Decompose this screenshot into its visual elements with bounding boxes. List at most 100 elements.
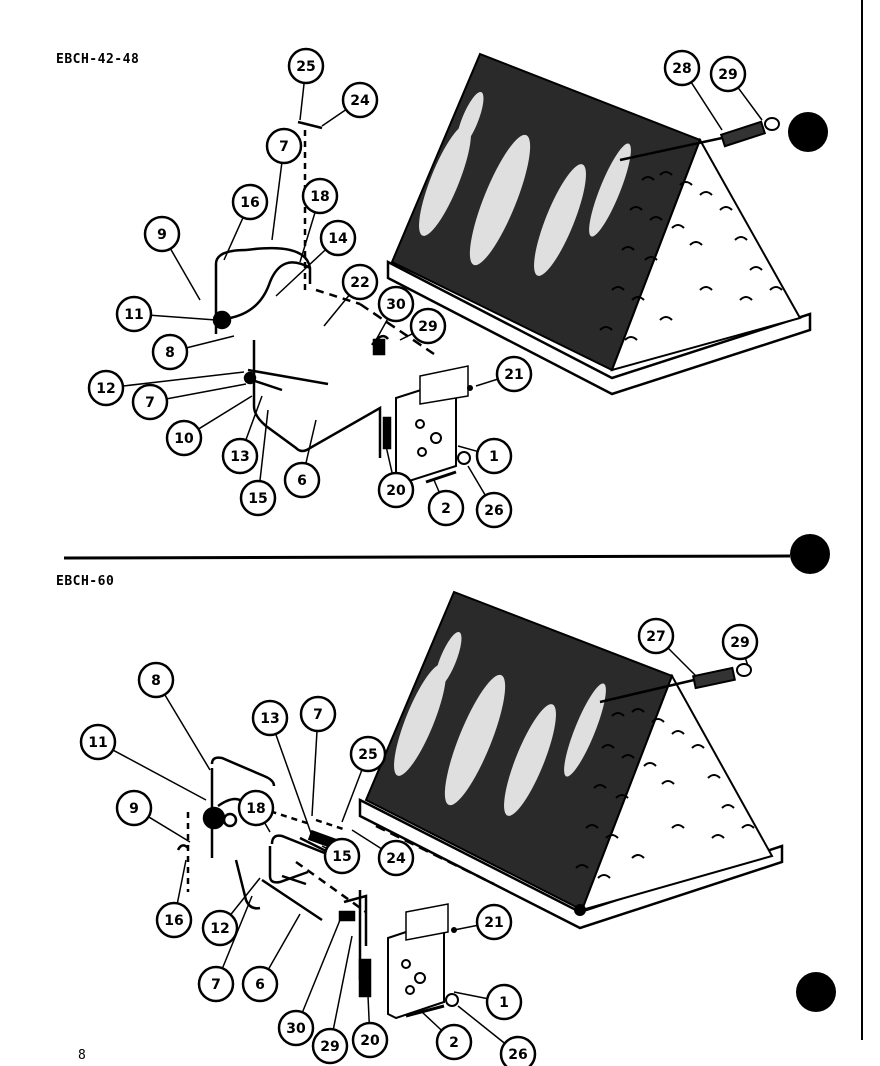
model-label-top: EBCH-42-48 xyxy=(56,52,140,67)
leader-line xyxy=(164,694,211,771)
callout-circle xyxy=(495,355,533,393)
leader-line xyxy=(341,769,363,823)
top-callout-20: 2 xyxy=(427,479,465,527)
leader-line xyxy=(323,294,350,327)
leader-line xyxy=(321,108,347,127)
callout-number: 24 xyxy=(386,851,406,867)
bottom-callout-15: 29 xyxy=(311,935,353,1065)
top-callout-11: 11 xyxy=(115,295,217,333)
callout-number: 16 xyxy=(164,913,183,929)
callout-circle xyxy=(221,437,259,475)
callout-number: 11 xyxy=(88,735,107,751)
callout-circle xyxy=(237,789,275,827)
callout-circle xyxy=(87,369,125,407)
top-callout-21: 26 xyxy=(467,465,513,529)
leader-line xyxy=(367,995,370,1024)
top-callout-14: 7 xyxy=(131,383,247,421)
leader-line xyxy=(150,314,217,321)
callout-number: 21 xyxy=(504,367,523,383)
callout-number: 29 xyxy=(320,1039,339,1055)
leader-line xyxy=(457,445,478,453)
leader-line xyxy=(457,1005,506,1044)
top-callout-17: 15 xyxy=(239,409,277,517)
leader-line xyxy=(223,217,244,261)
leader-line xyxy=(475,378,499,387)
callout-number: 8 xyxy=(151,673,161,689)
bottom-callout-13: 6 xyxy=(241,913,301,1003)
leader-line xyxy=(259,409,269,482)
top-callout-18: 6 xyxy=(283,419,321,499)
leader-line xyxy=(275,249,327,297)
top-callout-23: 21 xyxy=(475,355,533,393)
leader-line xyxy=(305,419,317,464)
callout-circle xyxy=(155,901,193,939)
callout-circle xyxy=(311,1027,349,1065)
bottom-callout-7: 18 xyxy=(237,789,275,833)
callout-circle xyxy=(341,263,379,301)
leader-line xyxy=(271,162,283,241)
bottom-callout-8: 15 xyxy=(321,837,361,875)
top-callout-6: 9 xyxy=(143,215,201,301)
callout-circle xyxy=(241,965,279,1003)
top-callout-7: 14 xyxy=(275,219,357,297)
callout-number: 30 xyxy=(386,297,406,313)
top-callout-22: 1 xyxy=(457,437,513,475)
leader-line xyxy=(385,445,393,474)
leader-line xyxy=(467,465,486,496)
callout-number: 2 xyxy=(441,501,451,517)
callout-circle xyxy=(301,177,339,215)
callout-number: 28 xyxy=(672,61,691,77)
top-callout-15: 10 xyxy=(165,395,253,457)
top-callout-1: 25 xyxy=(287,47,325,121)
callout-number: 7 xyxy=(313,707,323,723)
top-callout-12: 8 xyxy=(151,333,235,371)
callout-number: 11 xyxy=(124,307,143,323)
callout-number: 30 xyxy=(286,1021,306,1037)
callout-number: 13 xyxy=(260,711,279,727)
callout-number: 14 xyxy=(328,231,348,247)
leader-line xyxy=(299,82,305,121)
top-callout-16: 13 xyxy=(221,395,263,475)
leader-line xyxy=(230,877,261,916)
callout-number: 24 xyxy=(350,93,370,109)
callout-number: 20 xyxy=(386,483,406,499)
leader-line xyxy=(667,647,697,677)
model-label-bottom: EBCH-60 xyxy=(56,574,115,589)
top-callout-2: 24 xyxy=(321,81,379,127)
leader-line xyxy=(221,895,253,969)
callout-number: 25 xyxy=(358,747,377,763)
leader-line xyxy=(351,829,383,850)
leader-line xyxy=(169,248,201,301)
callout-circle xyxy=(485,983,523,1021)
callout-number: 29 xyxy=(418,319,437,335)
callout-circle xyxy=(377,471,415,509)
callout-number: 29 xyxy=(730,635,749,651)
callout-circle xyxy=(251,699,289,737)
bottom-callout-9: 24 xyxy=(351,829,415,877)
callout-number: 10 xyxy=(174,431,194,447)
callout-circle xyxy=(239,479,277,517)
top-callout-8: 22 xyxy=(323,263,379,327)
leader-line xyxy=(176,859,187,904)
callout-number: 16 xyxy=(240,195,259,211)
callout-circle xyxy=(427,489,465,527)
leader-line xyxy=(263,822,271,833)
callout-number: 18 xyxy=(246,801,265,817)
callout-number: 15 xyxy=(332,849,351,865)
top-callout-25: 29 xyxy=(709,55,763,121)
bottom-callout-4: 13 xyxy=(251,699,313,837)
callout-number: 29 xyxy=(718,67,737,83)
callout-number: 26 xyxy=(508,1047,527,1063)
callout-circle xyxy=(151,333,189,371)
bottom-callout-10: 16 xyxy=(155,859,193,939)
leader-line xyxy=(112,749,207,801)
callout-number: 9 xyxy=(129,801,139,817)
callout-circle xyxy=(319,219,357,257)
callout-circle xyxy=(131,383,169,421)
access-panel-bottom xyxy=(387,903,459,1020)
callout-number: 26 xyxy=(484,503,503,519)
access-panel-top xyxy=(395,365,473,484)
